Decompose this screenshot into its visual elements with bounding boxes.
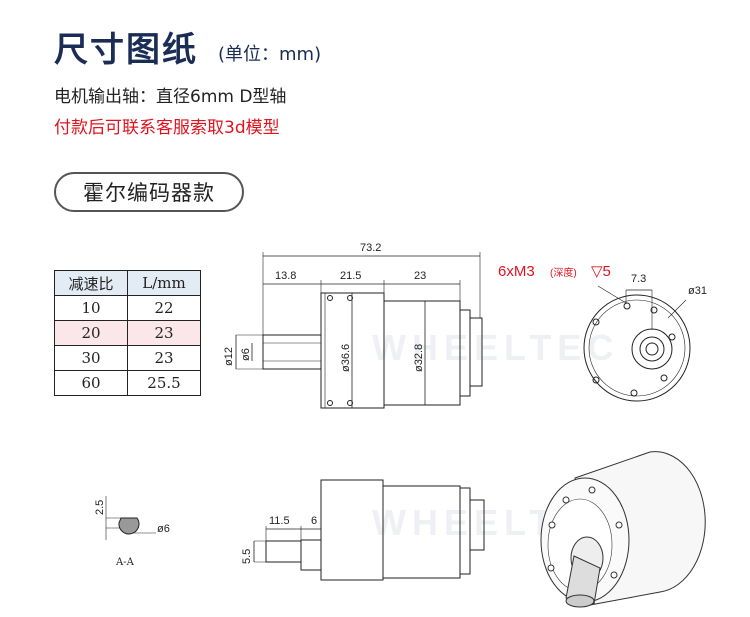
table-row: 10 22	[54, 295, 201, 321]
encoder-connector	[469, 499, 485, 551]
dim-overall: 73.2	[360, 242, 381, 254]
table-row: 60 25.5	[54, 370, 201, 396]
front-dia: ø31	[688, 285, 707, 297]
dim-gearbox: ø36.6	[340, 344, 352, 372]
perspective-view	[540, 451, 706, 608]
shaft-boss	[300, 539, 322, 571]
cell-length: 23	[127, 345, 201, 371]
cell-length: 23	[127, 320, 201, 346]
side-view	[235, 252, 483, 409]
unit-label: (单位：mm)	[218, 44, 322, 65]
bottom-len-b: 6	[311, 515, 317, 527]
cell-length: 22	[127, 295, 201, 321]
table-row-highlighted: 20 23	[54, 320, 201, 346]
front-depth: ▽5	[591, 263, 611, 280]
dim-motor: ø32.8	[413, 344, 425, 372]
output-shaft	[265, 540, 302, 563]
ratio-table: 减速比 L/mm 10 22 20 23 30 23 60 25.5	[54, 270, 201, 396]
dim-shaft: ø6	[240, 348, 252, 361]
bottom-height: 5.5	[241, 549, 253, 564]
variant-label: 霍尔编码器款	[54, 172, 244, 212]
output-shaft	[565, 555, 601, 605]
front-outer	[583, 294, 691, 402]
shaft-note: 电机输出轴：直径6mm D型轴	[54, 87, 287, 107]
dim-seg-b: 21.5	[340, 270, 361, 282]
bottom-view	[253, 479, 485, 581]
section-label: A-A	[115, 557, 135, 568]
header-length: L/mm	[127, 270, 201, 296]
watermark: WHEELTEC	[372, 327, 619, 368]
table-header-row: 减速比 L/mm	[54, 270, 201, 296]
front-boss	[631, 328, 673, 370]
dim-seg-a: 13.8	[275, 270, 296, 282]
front-offset: 7.3	[631, 273, 646, 285]
front-holes: 6xM3	[498, 263, 535, 280]
front-view	[583, 285, 691, 402]
dim-shaft-boss: ø12	[223, 347, 235, 366]
header-ratio: 减速比	[54, 270, 128, 296]
d-shaft-section	[118, 517, 140, 535]
encoder-connector	[469, 317, 483, 387]
cell-ratio: 20	[54, 320, 128, 346]
front-depth-note: (深度)	[550, 266, 577, 279]
section-flat: 2.5	[94, 500, 106, 515]
section-view	[105, 496, 156, 540]
section-dia: ø6	[157, 523, 170, 535]
bottom-len-a: 11.5	[269, 515, 290, 527]
cell-ratio: 60	[54, 370, 128, 396]
model-note: 付款后可联系客服索取3d模型	[54, 118, 280, 138]
cell-length: 25.5	[127, 370, 201, 396]
cell-ratio: 10	[54, 295, 128, 321]
shaft-boss	[262, 334, 322, 370]
dim-seg-c: 23	[414, 270, 426, 282]
page-title: 尺寸图纸	[54, 30, 198, 70]
